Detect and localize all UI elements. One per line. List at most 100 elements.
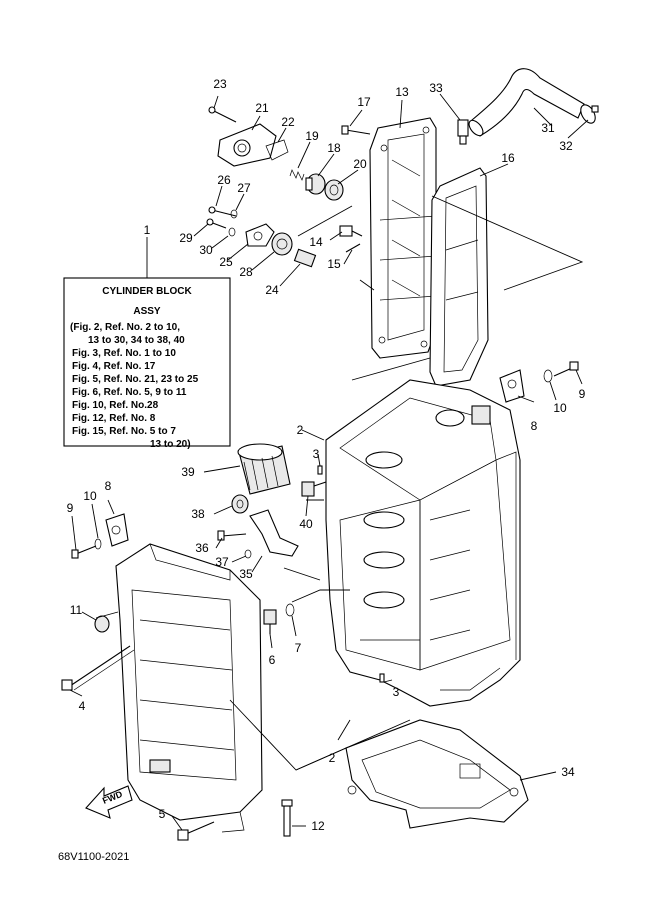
thermostat-cover-21 [217,123,277,167]
info-box-line: 13 to 30, 34 to 38, 40 [88,335,185,346]
bracket-8-right [499,369,525,403]
bracket-8-left [105,513,129,547]
bolt-36 [217,530,247,541]
callout-2: 2 [329,751,336,765]
callout-4: 4 [79,699,86,713]
callout-25: 25 [219,255,233,269]
callout-17: 17 [357,95,371,109]
callout-numbers: 1 2 2 3 3 4 5 6 7 8 8 9 9 10 10 11 12 13… [67,77,586,833]
thermostat-18 [305,173,326,195]
info-box-line: 13 to 20) [150,439,191,450]
bolt-5 [177,821,215,841]
callout-7: 7 [295,641,302,655]
bolt-6 [263,609,277,634]
callout-10: 10 [83,489,97,503]
callout-3: 3 [313,447,320,461]
callout-12: 12 [311,819,325,833]
info-box: CYLINDER BLOCK ASSY (Fig. 2, Ref. No. 2 … [63,237,231,450]
callout-16: 16 [501,151,515,165]
dowel-pin-3-top [317,465,323,475]
washer-10-right [543,369,553,383]
info-box-title: CYLINDER BLOCK [102,286,192,297]
fitting-14 [339,225,363,237]
callout-2: 2 [297,423,304,437]
washer-7 [285,603,295,617]
callout-34: 34 [561,765,575,779]
bolt-17 [341,125,371,135]
callout-32: 32 [559,139,573,153]
callout-19: 19 [305,129,319,143]
callout-36: 36 [195,541,209,555]
info-box-line: Fig. 15, Ref. No. 5 to 7 [72,426,176,437]
exhaust-cover-13 [369,117,437,359]
dowel-pin-3-bottom [379,673,385,683]
grommet-28 [271,232,293,256]
cylinder-block [325,379,521,707]
callout-10: 10 [553,401,567,415]
callout-40: 40 [299,517,313,531]
callout-9: 9 [67,501,74,515]
grommet-20 [324,179,344,201]
anode-cover-25 [245,223,275,247]
hose-31 [468,68,585,137]
callout-1: 1 [144,223,151,237]
callout-21: 21 [255,101,269,115]
callout-13: 13 [395,85,409,99]
callout-28: 28 [239,265,253,279]
callout-15: 15 [327,257,341,271]
assembly-lines [95,195,584,771]
sensor-24 [293,248,317,268]
grommet-38 [231,494,249,514]
callout-35: 35 [239,567,253,581]
leader-lines [69,93,589,831]
info-box-subtitle: ASSY [133,306,161,317]
callout-23: 23 [213,77,227,91]
info-box-line: Fig. 5, Ref. No. 21, 23 to 25 [72,374,199,385]
callout-22: 22 [281,115,295,129]
callout-11: 11 [70,603,83,617]
callout-26: 26 [217,173,231,187]
info-box-line: Fig. 3, Ref. No. 1 to 10 [72,348,176,359]
callout-39: 39 [181,465,195,479]
fwd-arrow-icon: FWD [85,785,133,819]
bolt-4 [61,645,135,691]
washer-37 [244,549,252,559]
info-box-line: (Fig. 2, Ref. No. 2 to 10, [70,322,180,333]
bolt-15 [345,243,361,253]
callout-9: 9 [579,387,586,401]
callout-8: 8 [105,479,112,493]
callout-30: 30 [199,243,213,257]
callout-31: 31 [541,121,555,135]
clamp-32 [580,104,599,124]
bolt-23 [208,106,237,123]
callout-18: 18 [327,141,341,155]
callout-38: 38 [191,507,205,521]
info-box-line: Fig. 4, Ref. No. 17 [72,361,156,372]
bolt-9-right [553,361,579,377]
washer-27 [230,209,238,219]
callout-37: 37 [215,555,229,569]
callout-3: 3 [393,685,400,699]
cylinder-head [115,543,263,833]
callout-6: 6 [269,653,276,667]
bracket-35 [249,509,299,557]
oil-filter-39 [237,443,291,495]
bolt-9-left [71,545,97,559]
washer-10-left [94,538,102,550]
bolt-26 [208,206,237,217]
info-box-line: Fig. 6, Ref. No. 5, 9 to 11 [72,387,187,398]
pipe-33 [457,119,469,145]
callout-24: 24 [265,283,279,297]
callout-14: 14 [309,235,323,249]
stud-12 [281,799,293,837]
fitting-40 [301,481,327,497]
info-box-line: Fig. 10, Ref. No.28 [72,400,159,411]
callout-5: 5 [159,807,166,821]
gasket-16 [429,167,489,387]
washer-30 [228,227,236,237]
plug-11 [94,615,110,633]
callout-33: 33 [429,81,443,95]
callout-29: 29 [179,231,193,245]
info-box-line: Fig. 12, Ref. No. 8 [72,413,156,424]
